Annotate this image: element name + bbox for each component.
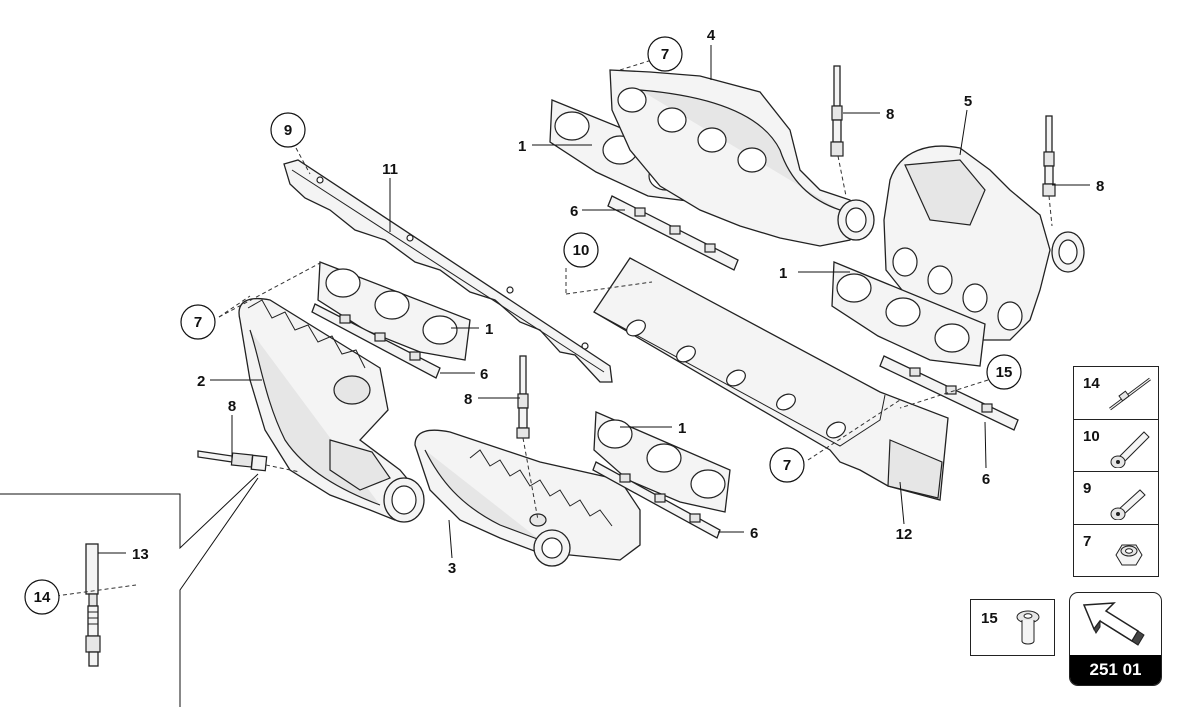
callout-2: 2	[197, 373, 205, 390]
callout-1-left: 1	[485, 321, 493, 338]
callout-8-center: 8	[464, 391, 472, 408]
fastener-legend: 14 10 9 7	[1073, 366, 1159, 577]
oxygen-sensor-center	[516, 355, 530, 439]
cable-tie-icon	[1109, 377, 1151, 411]
callout-9: 9	[284, 122, 292, 139]
callout-1-right: 1	[779, 265, 787, 282]
callout-15: 15	[996, 364, 1013, 381]
legend-number: 14	[1083, 375, 1100, 392]
legend-item-14: 14	[1074, 367, 1158, 420]
legend-item-10: 10	[1074, 420, 1158, 472]
short-bolt-icon	[1110, 489, 1146, 520]
callout-6-center: 6	[750, 525, 758, 542]
flange-gasket-right	[879, 355, 1019, 431]
hex-nut-icon	[1115, 544, 1143, 565]
oxygen-sensor-left	[197, 450, 268, 472]
exhaust-manifold-3	[414, 429, 641, 567]
heat-shield-strip	[283, 159, 613, 383]
callout-7-bottom: 7	[783, 457, 791, 474]
legend-item-7: 7	[1074, 525, 1158, 578]
callout-3: 3	[448, 560, 456, 577]
exhaust-manifold-2	[238, 297, 425, 523]
flange-screw-icon	[1016, 610, 1040, 645]
gasket-right	[831, 261, 986, 367]
flange-gasket-left	[311, 303, 441, 379]
legend-number: 7	[1083, 532, 1092, 550]
gasket-left	[317, 261, 471, 361]
long-bolt-icon	[1110, 430, 1150, 468]
legend-number: 15	[981, 610, 998, 627]
legend-number: 10	[1083, 427, 1100, 445]
page-code: 251 01	[1070, 655, 1161, 685]
page-reference-badge: 251 01	[1069, 592, 1162, 686]
exhaust-manifold-4	[609, 69, 875, 247]
oxygen-sensor-right	[1042, 115, 1056, 197]
flange-gasket-top	[607, 195, 739, 271]
callout-6-right: 6	[982, 471, 990, 488]
callout-7-left: 7	[194, 314, 202, 331]
callout-1-top: 1	[518, 138, 526, 155]
exhaust-manifold-5	[883, 145, 1085, 341]
callout-10: 10	[573, 242, 590, 259]
callout-13: 13	[132, 546, 149, 563]
oxygen-sensor-detail	[85, 543, 101, 667]
callout-8-right: 8	[1096, 178, 1104, 195]
legend-number: 9	[1083, 480, 1092, 497]
callout-1-center: 1	[678, 420, 686, 437]
callout-12: 12	[896, 526, 913, 543]
callout-7-top: 7	[661, 46, 669, 63]
callout-6-left: 6	[480, 366, 488, 383]
callout-4: 4	[707, 27, 716, 44]
callout-6-top: 6	[570, 203, 578, 220]
callout-8-top: 8	[886, 106, 894, 123]
callout-11: 11	[382, 161, 398, 178]
legend-item-9: 9	[1074, 472, 1158, 525]
callout-8-left: 8	[228, 398, 236, 415]
flange-gasket-center	[592, 461, 721, 539]
callout-5: 5	[964, 93, 972, 110]
callout-14: 14	[34, 589, 51, 606]
heat-shield-plate	[593, 257, 949, 501]
fastener-box-15: 15	[970, 599, 1055, 656]
arrow-icon	[1082, 602, 1145, 646]
oxygen-sensor-top	[830, 65, 844, 157]
detail-frame	[0, 473, 259, 550]
